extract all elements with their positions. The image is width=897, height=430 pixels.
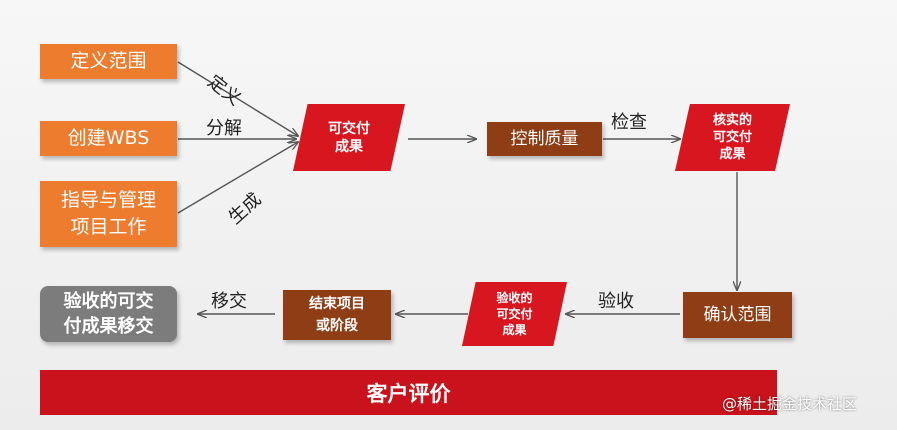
control-quality-label: 控制质量 xyxy=(510,129,579,149)
validate-scope-box: 确认范围 xyxy=(683,292,792,338)
close-project-box: 结束项目 或阶段 xyxy=(283,290,391,340)
edge-label-check: 检查 xyxy=(611,112,647,133)
deliverables-label: 可交付 成果 xyxy=(328,120,370,155)
verified-deliverables-node: 核实的 可交付 成果 xyxy=(675,104,790,171)
close-project-label: 结束项目 或阶段 xyxy=(309,296,365,334)
transfer-deliverables-box: 验收的可交 付成果移交 xyxy=(40,286,177,342)
edge-label-accept: 验收 xyxy=(598,291,634,312)
create-wbs-box: 创建WBS xyxy=(40,121,177,156)
verified-deliverables-label: 核实的 可交付 成果 xyxy=(712,113,752,162)
accepted-deliverables-label: 验收的 可交付 成果 xyxy=(496,291,533,337)
define-scope-label: 定义范围 xyxy=(70,50,147,72)
control-quality-box: 控制质量 xyxy=(487,122,602,156)
deliverables-node: 可交付 成果 xyxy=(293,104,405,171)
direct-manage-box: 指导与管理 项目工作 xyxy=(40,181,177,247)
edge-label-split: 分解 xyxy=(206,118,242,139)
customer-evaluation-label: 客户评价 xyxy=(366,381,451,406)
arrow-define xyxy=(177,61,298,136)
watermark: @稀土掘金技术社区 xyxy=(722,395,858,413)
accepted-deliverables-node: 验收的 可交付 成果 xyxy=(462,282,567,346)
validate-scope-label: 确认范围 xyxy=(703,305,772,325)
deliverables-shape xyxy=(293,104,405,171)
verified-deliverables-shape xyxy=(675,104,790,171)
arrow-generate xyxy=(177,142,298,214)
accepted-deliverables-shape xyxy=(462,282,567,346)
transfer-deliverables-label: 验收的可交 付成果移交 xyxy=(63,291,154,337)
edge-label-transfer: 移交 xyxy=(211,291,247,312)
direct-manage-label: 指导与管理 项目工作 xyxy=(60,189,156,238)
define-scope-box: 定义范围 xyxy=(40,44,177,79)
customer-evaluation-bar: 客户评价 xyxy=(40,370,777,415)
create-wbs-label: 创建WBS xyxy=(67,127,150,149)
